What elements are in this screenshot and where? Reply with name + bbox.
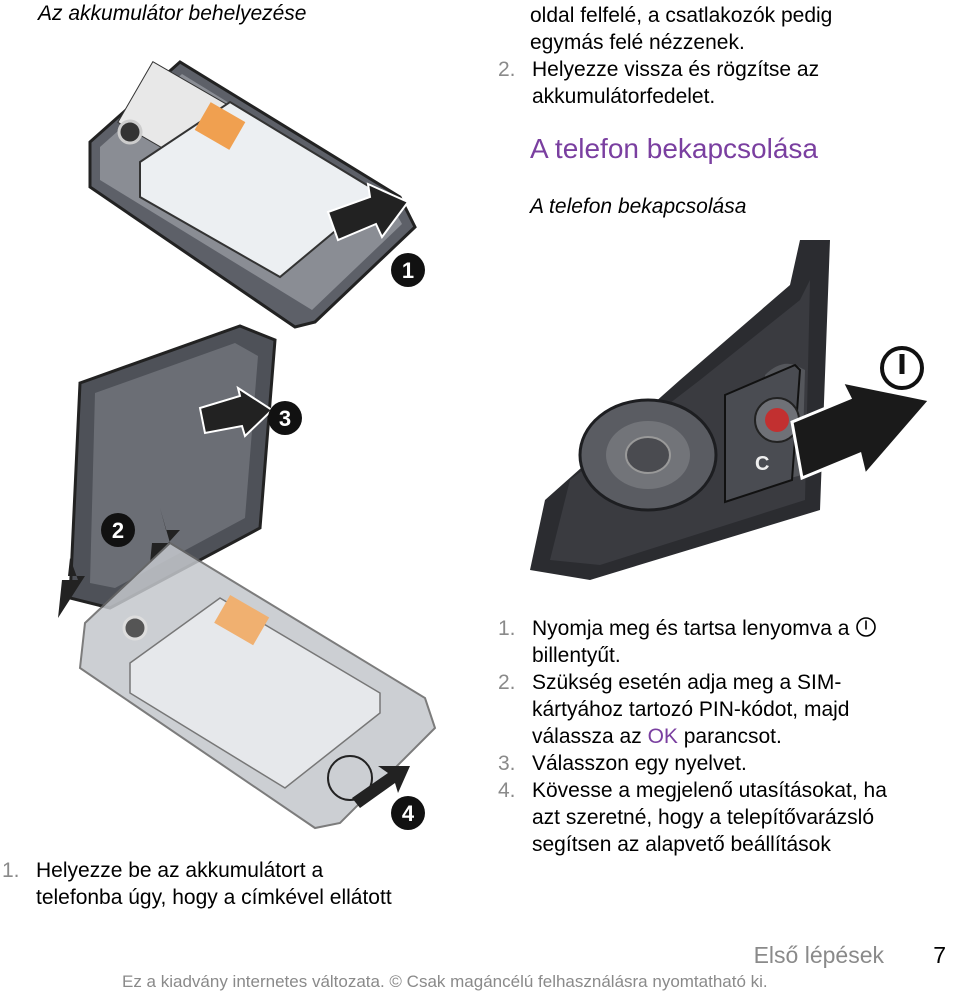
insert-arrow-icon (326, 182, 410, 242)
battery-step-2: 2. Helyezze vissza és rögzítse az akkumu… (498, 56, 950, 110)
power-step-3-line-1: Válasszon egy nyelvet. (532, 752, 747, 775)
power-step-2-number: 2. (498, 671, 516, 694)
power-step-4: 4. Kövesse a megjelenő utasításokat, ha … (498, 777, 958, 858)
power-step-2-line-2: kártyához tartozó PIN-kódot, majd (532, 698, 850, 721)
callout-2-icon: 2 (101, 513, 135, 547)
power-step-3: 3. Válasszon egy nyelvet. (498, 750, 958, 777)
callout-3: 3 (279, 406, 291, 431)
footer-section-title: Első lépések (753, 942, 884, 968)
power-symbol-icon (880, 346, 924, 390)
battery-step-1-line-1: Helyezze be az akkumulátort a (36, 859, 324, 882)
callout-3-icon: 3 (268, 401, 302, 435)
power-step-1-number: 1. (498, 617, 516, 640)
callout-4-icon: 4 (391, 796, 425, 830)
power-step-4-number: 4. (498, 779, 516, 802)
section-title: A telefon bekapcsolása (530, 133, 818, 164)
clear-key-label: C (755, 453, 769, 475)
power-step-4-line-2: azt szeretné, hogy a telepítővarázsló (532, 806, 875, 829)
power-step-1-line-2: billentyűt. (532, 644, 621, 667)
footer-note: Ez a kiadvány internetes változata. © Cs… (122, 972, 768, 991)
battery-step-2-number: 2. (498, 58, 516, 81)
callout-1-icon: 1 (391, 253, 425, 287)
battery-step-2-line-1: Helyezze vissza és rögzítse az (532, 58, 820, 81)
page-number: 7 (933, 942, 946, 968)
continued-text: oldal felfelé, a csatlakozók pedig egymá… (498, 2, 950, 110)
battery-step-2-line-2: akkumulátorfedelet. (532, 85, 716, 108)
power-key-icon (856, 617, 877, 637)
power-step-3-number: 3. (498, 752, 516, 775)
cover-reattach-illustration: 2 3 4 (58, 324, 437, 830)
continued-line-1: oldal felfelé, a csatlakozók pedig (530, 4, 833, 27)
callout-2: 2 (112, 518, 124, 543)
battery-step-1: 1. Helyezze be az akkumulátort a telefon… (2, 857, 472, 911)
power-step-2-line-1: Szükség esetén adja meg a SIM- (532, 671, 842, 694)
section-subtitle: A telefon bekapcsolása (530, 195, 747, 218)
battery-step-1-number: 1. (2, 859, 20, 882)
power-step-1-line-1: Nyomja meg és tartsa lenyomva a (532, 617, 850, 640)
power-step-1: 1. Nyomja meg és tartsa lenyomva a bille… (498, 615, 958, 669)
power-step-4-line-3: segítsen az alapvető beállítások (532, 833, 831, 856)
power-step-2-line-3-post: parancsot. (677, 725, 782, 748)
battery-step-1-line-2: telefonba úgy, hogy a címkével ellátott (36, 886, 392, 909)
battery-insertion-illustration: 1 (88, 60, 425, 329)
callout-1: 1 (402, 258, 414, 283)
down-arrow-right-icon (150, 508, 180, 563)
cover-arrow-icon (198, 385, 274, 438)
continued-line-2: egymás felé nézzenek. (530, 31, 745, 54)
battery-heading: Az akkumulátor behelyezése (38, 2, 307, 25)
press-arrow-icon (790, 379, 933, 481)
power-on-steps: 1. Nyomja meg és tartsa lenyomva a bille… (498, 615, 958, 858)
power-step-4-line-1: Kövesse a megjelenő utasításokat, ha (532, 779, 887, 802)
power-step-2: 2. Szükség esetén adja meg a SIM- kártyá… (498, 669, 958, 750)
callout-4: 4 (402, 801, 415, 826)
slide-arrow-icon (352, 766, 410, 808)
power-key-illustration: C (530, 240, 933, 580)
power-step-2-line-3-pre: válassza az (532, 725, 648, 748)
battery-steps-continued: 2. Helyezze vissza és rögzítse az akkumu… (498, 56, 950, 110)
ok-command: OK (647, 725, 678, 748)
battery-step-1-item: 1. Helyezze be az akkumulátort a telefon… (2, 857, 472, 911)
down-arrow-left-icon (58, 558, 85, 618)
